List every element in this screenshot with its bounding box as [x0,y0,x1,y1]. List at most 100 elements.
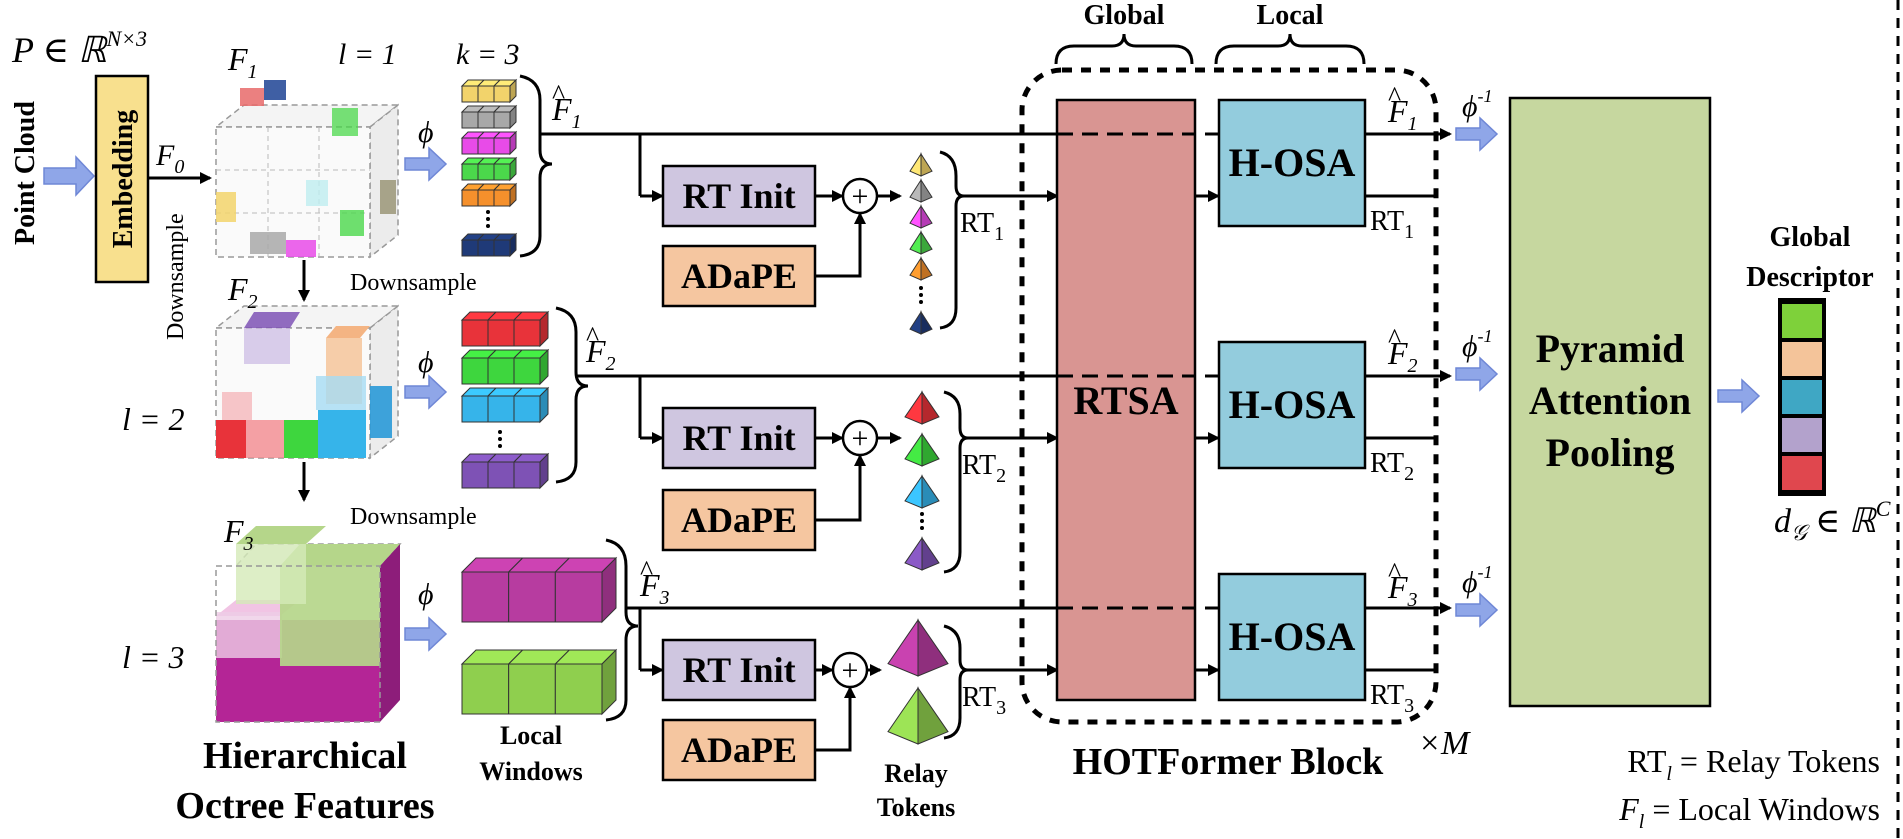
svg-text:F1: F1 [1387,93,1418,135]
octree-cube-level3 [215,526,402,723]
svg-text:ϕ-1: ϕ-1 [1462,562,1493,599]
svg-text:^: ^ [586,322,599,353]
rt1-left-label: RT1 [960,208,1004,245]
input-set-label: P ∈ ℝN×3 [11,26,147,70]
svg-text:ADaPE: ADaPE [681,256,797,296]
token-window-l2-2 [460,348,550,386]
caption-windows: Windows [479,757,583,786]
relay-token-l1-6 [909,310,933,335]
adape-block-2 [661,488,817,552]
token-window-l2-4 [460,452,550,490]
rtsa-block [1055,98,1197,702]
k-label: k = 3 [456,38,520,71]
rt-init-block-3 [661,638,817,702]
svg-text:H-OSA: H-OSA [1229,140,1356,185]
level3-label: l = 3 [122,639,184,675]
svg-text:F2: F2 [1387,335,1418,377]
adape-block-1 [661,244,817,308]
global-brace [1054,33,1194,65]
rt3-left-label: RT3 [962,682,1006,719]
phi-label-2: ϕ [418,346,434,379]
hosa-block-3: H-OSA [1217,572,1367,702]
relay-token-l2-2 [904,432,940,467]
hotformer-title: HOTFormer Block [1073,741,1385,783]
token-stack-level3 [460,556,618,716]
svg-text:^: ^ [1388,82,1401,113]
pyramid-attention-pooling-block [1508,96,1712,708]
local-label: Local [1257,0,1324,31]
svg-text:RT2: RT2 [1370,448,1414,485]
caption-octree-features: Octree Features [175,785,434,827]
fhat1-label: F1 [551,91,582,133]
relay-token-l3-2 [887,686,949,745]
token-window-l2-3 [460,386,550,424]
f1-label: F1 [227,41,258,83]
f3-label: F3 [223,513,254,555]
global-descriptor-vector [1778,298,1826,496]
relay-token-l2-4 [904,536,940,571]
relay-tokens-level2 [904,390,940,571]
relay-token-l1-4 [909,230,933,255]
pooling-to-descriptor-arrow [1717,378,1761,414]
pooling-line2: Attention [1529,378,1691,423]
embedding-label: Embedding [108,110,139,249]
phi-inverse-2: ϕ-1 [1455,326,1499,392]
brace-level2 [555,306,589,484]
token-window-l3-2 [460,648,618,716]
relay-token-l1-2 [909,178,933,203]
pooling-line1: Pyramid [1536,326,1685,371]
brace-level3 [605,538,639,722]
svg-text:ADaPE: ADaPE [681,730,797,770]
token-window-l1-5 [460,182,518,208]
pooling-line3: Pooling [1546,430,1675,475]
phi-label-1: ϕ [418,116,434,149]
global-label: Global [1084,0,1165,31]
hotformer-block-border [1019,67,1439,725]
caption-tokens: Tokens [877,793,956,822]
relay-tokens-level3 [887,618,949,745]
rt-init-block-1 [661,164,817,228]
token-window-l1-1 [460,78,518,104]
relay-token-l1-1 [909,152,933,177]
descriptor-cell-2 [1782,342,1822,376]
token-window-l2-1 [460,310,550,348]
token-window-l1-6 [460,232,518,258]
phi-arrow-1 [404,146,448,182]
svg-text:^: ^ [1388,558,1401,589]
downsample-label-1: Downsample [350,270,477,296]
svg-text:^: ^ [552,80,565,111]
hosa-outputs-3: F3 ^ RT3 [1365,558,1452,717]
level1-label: l = 1 [338,38,397,71]
descriptor-cell-5 [1782,456,1822,490]
caption-hierarchical: Hierarchical [203,735,407,777]
relay-token-l1-3 [909,204,933,229]
svg-text:H-OSA: H-OSA [1229,382,1356,427]
point-cloud-label: Point Cloud [10,101,41,245]
svg-text:ADaPE: ADaPE [681,500,797,540]
svg-text:+: + [852,180,869,213]
hosa-outputs-1: F1 ^ RT1 [1365,82,1452,243]
svg-text:RT3: RT3 [1370,680,1414,717]
phi-inverse-3: ϕ-1 [1455,562,1499,628]
token-window-l1-4 [460,156,518,182]
descriptor-math: d𝒢 ∈ ℝC [1774,496,1891,545]
token-window-l3-1 [460,556,618,624]
branch-level2: F2 ^ RT Init ADaPE + RT2 [576,322,1230,574]
relay-ellipsis-l1 [919,286,923,304]
hosa-outputs-2: F2 ^ RT2 [1365,324,1452,485]
descriptor-title-line2: Descriptor [1746,262,1874,293]
token-window-l1-3 [460,130,518,156]
octree-cube-level1 [213,80,401,259]
f0-label: F0 [155,139,184,178]
svg-text:RT Init: RT Init [682,418,795,458]
caption-relay: Relay [884,759,948,788]
fhat2-label: F2 [585,333,616,375]
relay-token-l2-1 [904,390,940,425]
phi-label-3: ϕ [418,578,434,611]
descriptor-cell-3 [1782,380,1822,414]
descriptor-cell-1 [1782,304,1822,338]
legend-local-windows: Fl = Local Windows [1618,791,1880,833]
relay-ellipsis-l2 [920,512,924,530]
hotformer-repeat: ×M [1418,725,1471,762]
